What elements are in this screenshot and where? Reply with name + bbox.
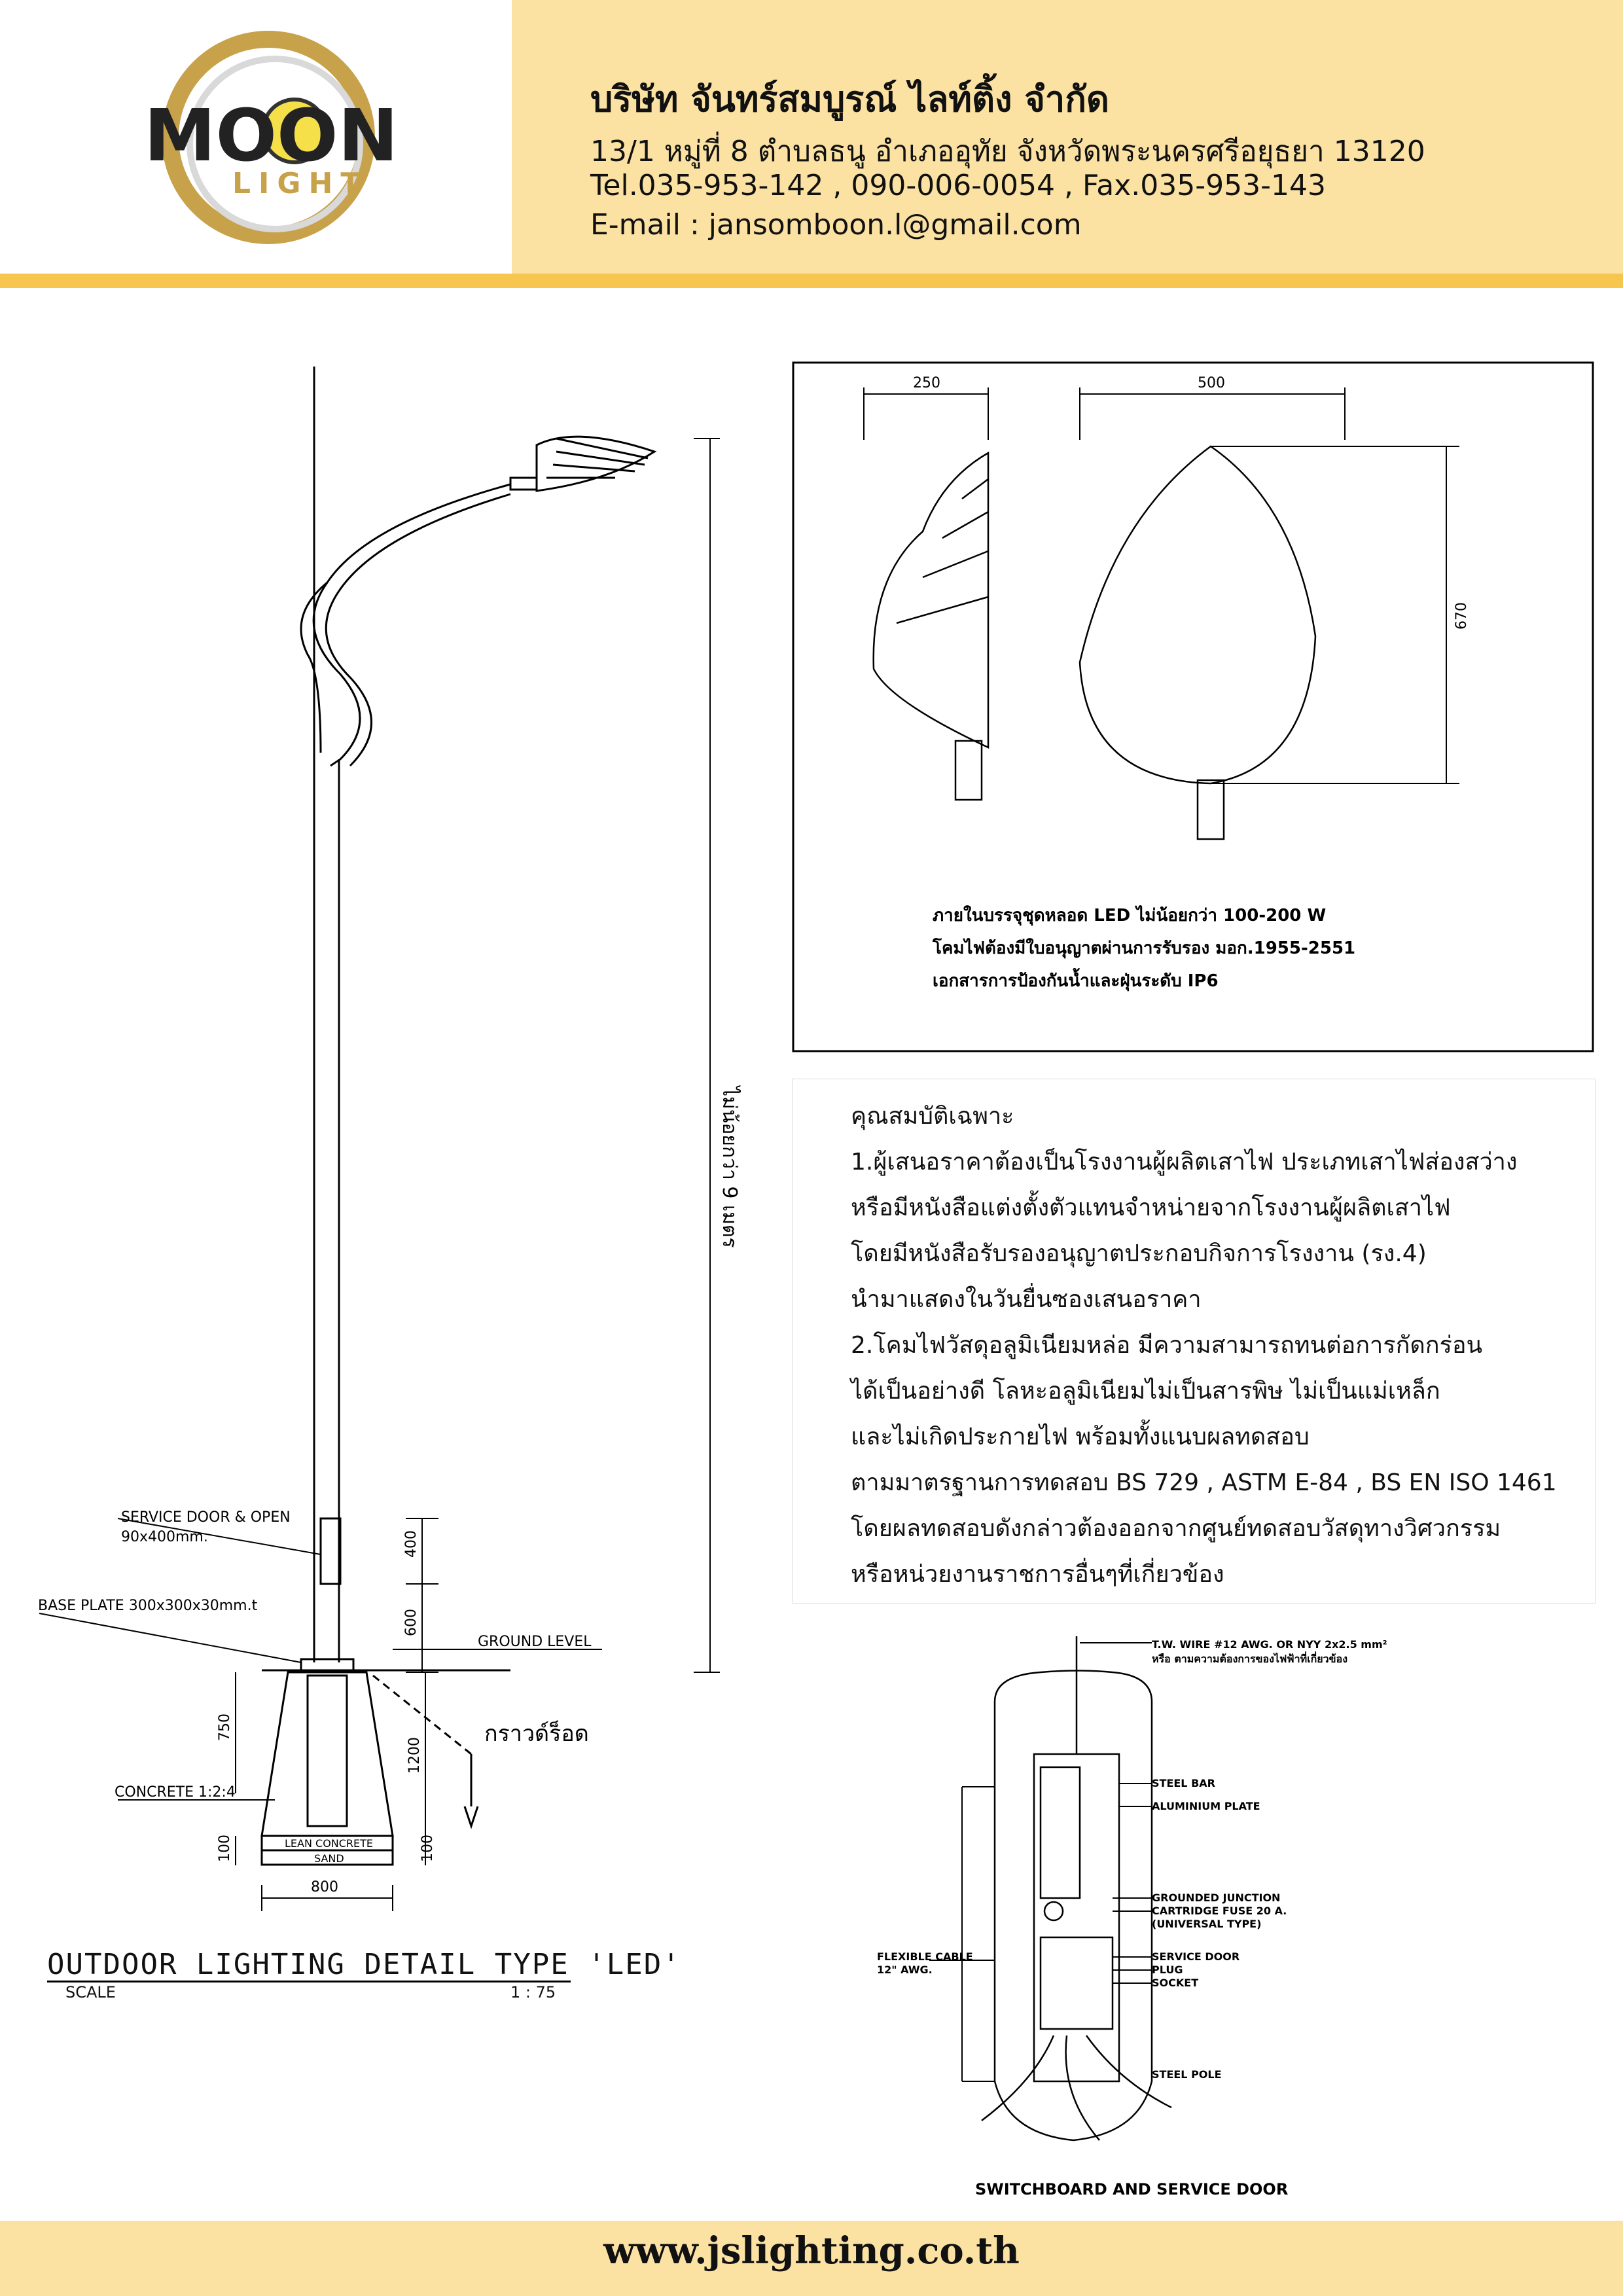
pole-drawing: ไม่น้อยกว่า 9 เมตร SERVICE DOOR & OPEN 9… [38,367,741,1911]
ground-level-label: GROUND LEVEL [478,1634,592,1650]
dim-670: 670 [1454,602,1470,630]
awg-label: 12" AWG. [877,1964,933,1976]
header-strip [0,274,1623,288]
lamp-note-2: โคมไฟต้องมีใบอนุญาตผ่านการรับรอง มอก.195… [932,937,1355,959]
specs-title: คุณสมบัติเฉพาะ [851,1103,1014,1130]
scale-value: 1 : 75 [510,1983,556,2001]
dim-800: 800 [311,1879,338,1895]
dim-250: 250 [913,375,940,391]
service-door-size: 90x400mm. [121,1529,208,1545]
service-door-label: SERVICE DOOR & OPEN [121,1509,291,1526]
lamp-detail: 250 500 670 ภายในบรรจุชุดหลอด LED ไม่น้อ… [792,361,1594,1052]
logo-subtext: LIGHT [232,167,368,200]
company-logo: MOON LIGHT [144,31,399,244]
lean-concrete-label: LEAN CONCRETE [285,1837,373,1850]
spec-line: นำมาแสดงในวันยื่นซองเสนอราคา [851,1286,1202,1313]
dim-1200: 1200 [406,1737,423,1774]
sand-label: SAND [314,1852,344,1865]
spec-line: ตามมาตรฐานการทดสอบ BS 729 , ASTM E-84 , … [851,1469,1557,1496]
socket-label: SOCKET [1152,1977,1198,1989]
website-link[interactable]: www.jslighting.co.th [603,2229,1020,2272]
sb-service-door-label: SERVICE DOOR [1152,1950,1240,1963]
spec-line: หรือมีหนังสือแต่งตั้งตัวแทนจำหน่ายจากโรง… [851,1194,1451,1221]
spec-line: 2.โคมไฟวัสดุอลูมิเนียมหล่อ มีความสามารถท… [851,1332,1483,1359]
spec-line: โดยผลทดสอบดังกล่าวต้องออกจากศูนย์ทดสอบวั… [851,1515,1501,1542]
height-label: ไม่น้อยกว่า 9 เมตร [718,1085,741,1248]
grounded-junction-label: GROUNDED JUNCTION [1152,1892,1280,1904]
company-address: 13/1 หมู่ที่ 8 ตำบลธนู อำเภออุทัย จังหวั… [590,135,1425,168]
wire-label: T.W. WIRE #12 AWG. OR NYY 2x2.5 mm² [1152,1638,1387,1651]
spec-line: ได้เป็นอย่างดี โลหะอลูมิเนียมไม่เป็นสารพ… [851,1378,1440,1405]
dim-400: 400 [403,1530,419,1558]
base-plate-label: BASE PLATE 300x300x30mm.t [38,1598,258,1614]
drawing-title: OUTDOOR LIGHTING DETAIL TYPE 'LED' [47,1948,681,1981]
dim-100-left: 100 [217,1835,233,1862]
footer-bar [0,2221,1623,2296]
switchboard-detail: T.W. WIRE #12 AWG. OR NYY 2x2.5 mm² หรือ… [877,1636,1387,2198]
spec-line: 1.ผู้เสนอราคาต้องเป็นโรงงานผู้ผลิตเสาไฟ … [851,1149,1518,1175]
company-email: E-mail : jansomboon.l@gmail.com [590,208,1082,242]
flexible-cable-label: FLEXIBLE CABLE [877,1950,973,1963]
dim-100-right: 100 [419,1835,436,1862]
title-underline [47,1981,571,1982]
cartridge-fuse-label: CARTRIDGE FUSE 20 A. [1152,1905,1287,1917]
logo-area: MOON LIGHT [0,0,512,274]
specs-panel [792,1079,1596,1604]
spec-line: และไม่เกิดประกายไฟ พร้อมทั้งแนบผลทดสอบ [851,1424,1310,1450]
company-name: บริษัท จันทร์สมบูรณ์ ไลท์ติ้ง จำกัด [590,79,1109,120]
steel-pole-label: STEEL POLE [1152,2068,1222,2081]
wire-label-th: หรือ ตามความต้องการของไฟฟ้าที่เกี่ยวข้อง [1152,1651,1347,1665]
logo-wordmark: MOON [144,94,399,177]
spec-line: หรือหน่วยงานราชการอื่นๆที่เกี่ยวข้อง [851,1561,1224,1588]
lamp-note-3: เอกสารการป้องกันน้ำและฝุ่นระดับ IP6 [933,967,1219,992]
scale-label: SCALE [65,1983,116,2001]
lamp-note-1: ภายในบรรจุชุดหลอด LED ไม่น้อยกว่า 100-20… [933,905,1326,926]
switchboard-title: SWITCHBOARD AND SERVICE DOOR [975,2180,1288,2198]
universal-type-label: (UNIVERSAL TYPE) [1152,1918,1261,1930]
company-phone: Tel.035-953-142 , 090-006-0054 , Fax.035… [590,169,1326,202]
spec-line: โดยมีหนังสือรับรองอนุญาตประกอบกิจการโรงง… [851,1240,1427,1267]
dim-500: 500 [1198,375,1225,391]
dim-750: 750 [217,1713,233,1741]
ground-rod-label: กราวด์ร็อด [484,1720,589,1747]
dim-600: 600 [403,1609,419,1636]
concrete-label: CONCRETE 1:2:4 [115,1784,236,1801]
plug-label: PLUG [1152,1964,1183,1976]
steel-bar-label: STEEL BAR [1152,1777,1215,1789]
aluminium-plate-label: ALUMINIUM PLATE [1152,1800,1260,1812]
